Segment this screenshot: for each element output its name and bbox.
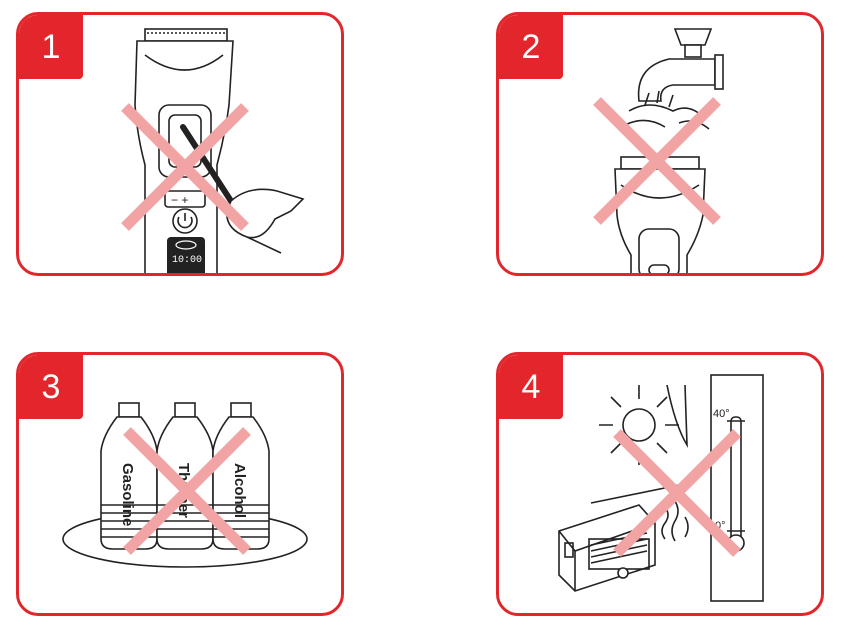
clipper-illustration: [614, 156, 706, 273]
thermometer-illustration: 40° 0°: [710, 374, 764, 602]
step-number-badge: 3: [19, 355, 83, 419]
step-number-badge: 4: [499, 355, 563, 419]
panel-1-illustration: − + 10:00: [121, 28, 305, 273]
bottle-label-alcohol: Alcohol: [231, 463, 248, 518]
prohibited-cross: [593, 97, 721, 225]
panel-3: Gasoline Thinner Alcohol 3: [16, 352, 344, 616]
display-readout: 10:00: [172, 255, 202, 266]
step-number-badge: 1: [19, 15, 83, 79]
panel-3-illustration: Gasoline Thinner Alcohol: [62, 402, 308, 568]
bottle-label-gasoline: Gasoline: [119, 463, 136, 526]
prohibited-cross: [121, 103, 249, 231]
panel-2: 2: [496, 12, 824, 276]
svg-text:− +: − +: [171, 193, 188, 207]
panel-2-illustration: [593, 28, 724, 273]
prohibited-cross: [613, 429, 741, 557]
step-number-badge: 2: [499, 15, 563, 79]
prohibited-cross: [123, 427, 251, 555]
thermometer-low-label: 0°: [715, 520, 726, 532]
panel-1: − + 10:00 1: [16, 12, 344, 276]
panel-4: 40° 0° 4: [496, 352, 824, 616]
clipper-illustration: − + 10:00: [134, 28, 305, 273]
thermometer-high-label: 40°: [713, 408, 730, 420]
panel-4-illustration: 40° 0°: [558, 374, 764, 602]
heater-illustration: [558, 504, 656, 592]
